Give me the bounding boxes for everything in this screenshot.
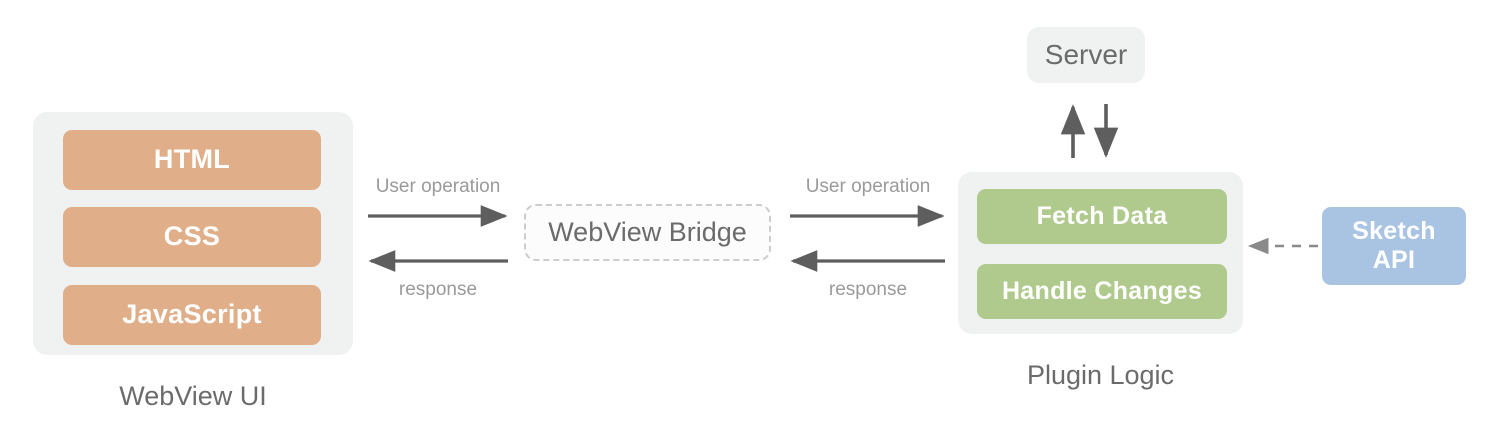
node-html[interactable]: HTML bbox=[63, 130, 321, 190]
node-javascript[interactable]: JavaScript bbox=[63, 285, 321, 345]
node-fetch-data[interactable]: Fetch Data bbox=[977, 189, 1227, 244]
plugin-logic-caption: Plugin Logic bbox=[1026, 360, 1175, 390]
server-node[interactable]: Server bbox=[1027, 27, 1145, 83]
node-sketch-api[interactable]: Sketch API bbox=[1322, 207, 1466, 285]
webview-bridge-label: WebView Bridge bbox=[548, 217, 747, 247]
edge-label-left-user-operation: User operation bbox=[375, 176, 501, 197]
node-html-label: HTML bbox=[153, 144, 231, 175]
node-handle-changes-label: Handle Changes bbox=[1001, 277, 1203, 306]
webview-ui-caption: WebView UI bbox=[119, 381, 267, 411]
server-label: Server bbox=[1044, 39, 1128, 70]
node-sketch-api-line1: Sketch bbox=[1352, 217, 1436, 246]
edge-label-left-response: response bbox=[398, 279, 478, 300]
node-css[interactable]: CSS bbox=[63, 207, 321, 267]
node-sketch-api-line2: API bbox=[1372, 246, 1416, 274]
node-handle-changes[interactable]: Handle Changes bbox=[977, 264, 1227, 319]
edge-label-right-user-operation: User operation bbox=[805, 176, 931, 197]
node-javascript-label: JavaScript bbox=[122, 299, 262, 330]
edge-label-right-response: response bbox=[828, 279, 908, 300]
node-css-label: CSS bbox=[163, 221, 221, 252]
node-fetch-data-label: Fetch Data bbox=[1036, 202, 1168, 231]
webview-bridge-box[interactable]: WebView Bridge bbox=[524, 204, 771, 261]
